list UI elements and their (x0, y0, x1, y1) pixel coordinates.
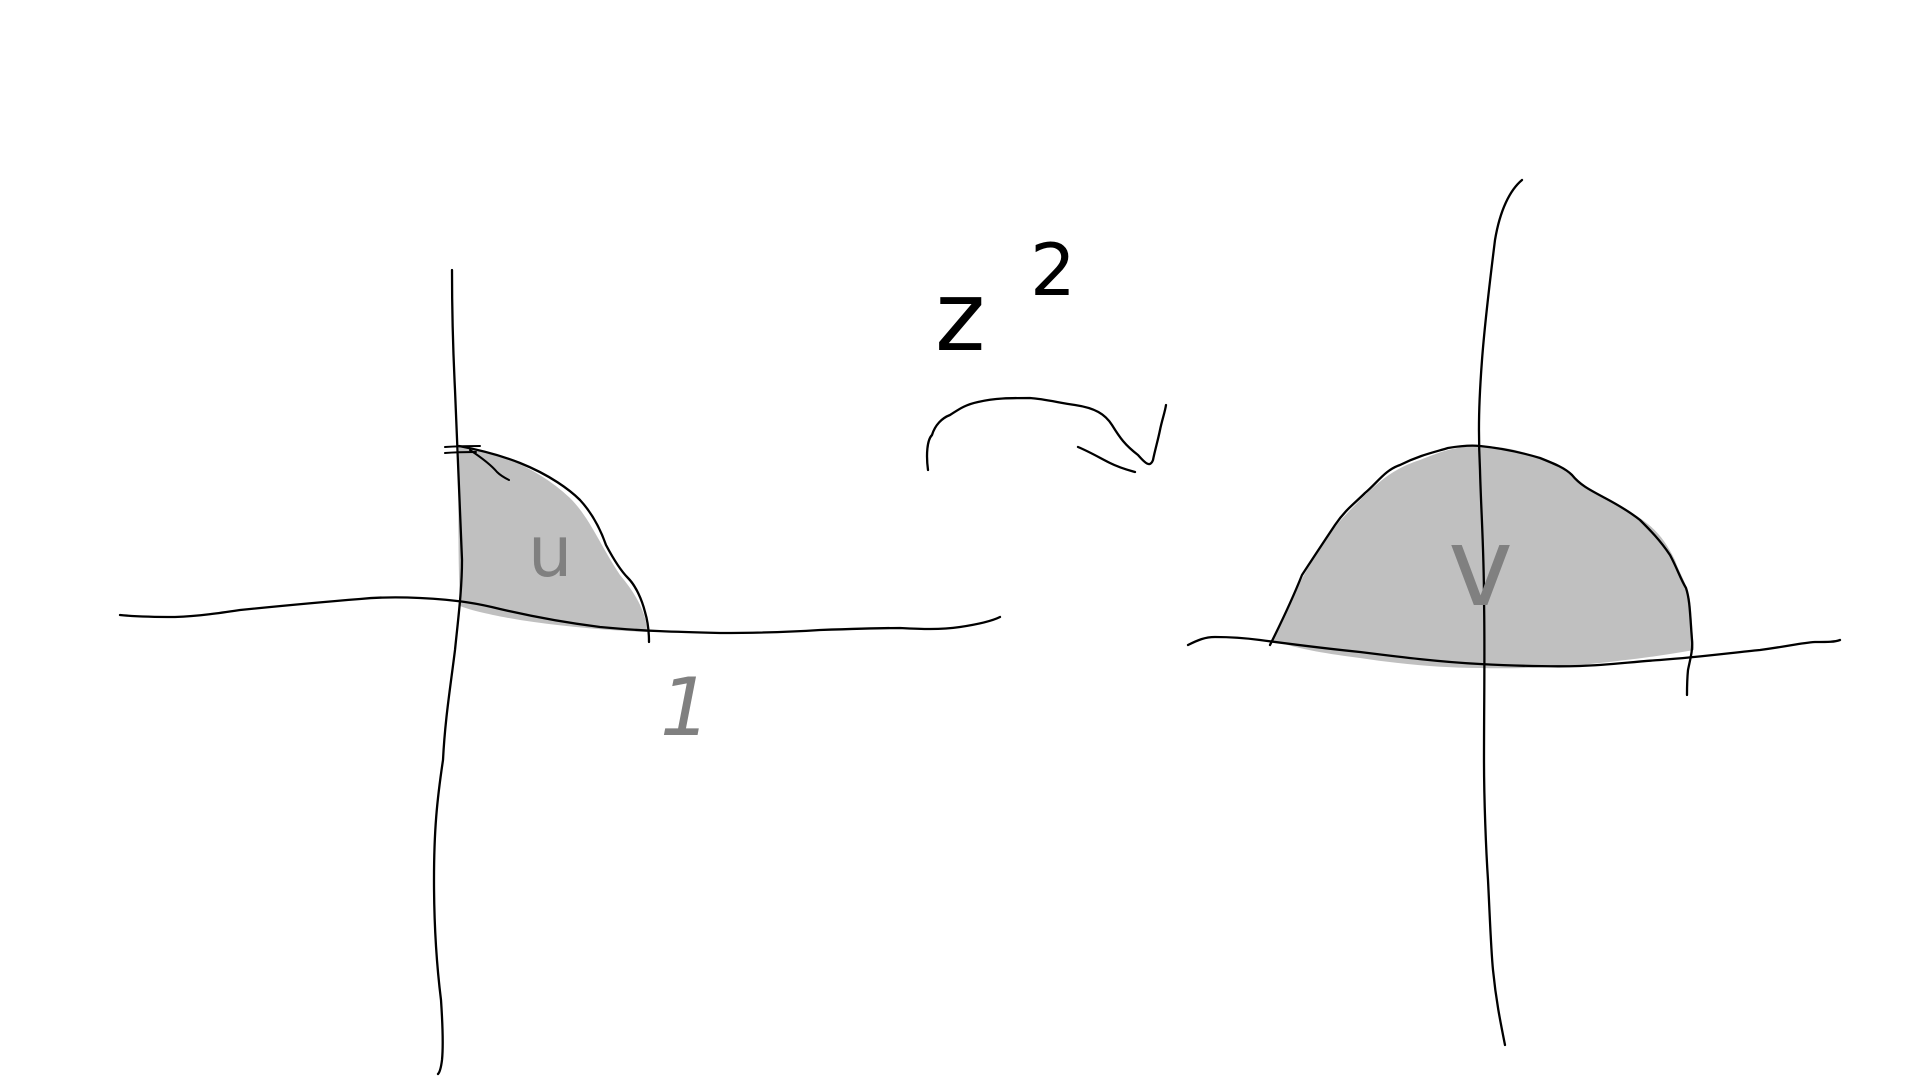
map-label-base: z (935, 261, 985, 373)
image-arc (1268, 444, 1694, 697)
domain-arc-flick (469, 449, 510, 481)
domain-arc (457, 444, 651, 644)
image-region-label: v (1448, 503, 1513, 631)
domain-imaginary-axis (432, 268, 464, 1076)
image-real-axis (1186, 635, 1842, 668)
mapping-label: z 2 (935, 228, 1076, 373)
map-label-exponent: 2 (1030, 228, 1076, 312)
mapping-arrow-icon (925, 396, 1168, 474)
image-panel: v (1186, 178, 1842, 1047)
domain-tick-label-one: 1 (660, 661, 711, 754)
domain-real-axis (118, 596, 1002, 635)
domain-tick-i (444, 445, 481, 454)
domain-quarter-disc (458, 446, 647, 632)
domain-region-label: u (528, 511, 572, 593)
domain-panel: u 1 (118, 268, 1002, 1076)
image-imaginary-axis (1477, 178, 1524, 1047)
